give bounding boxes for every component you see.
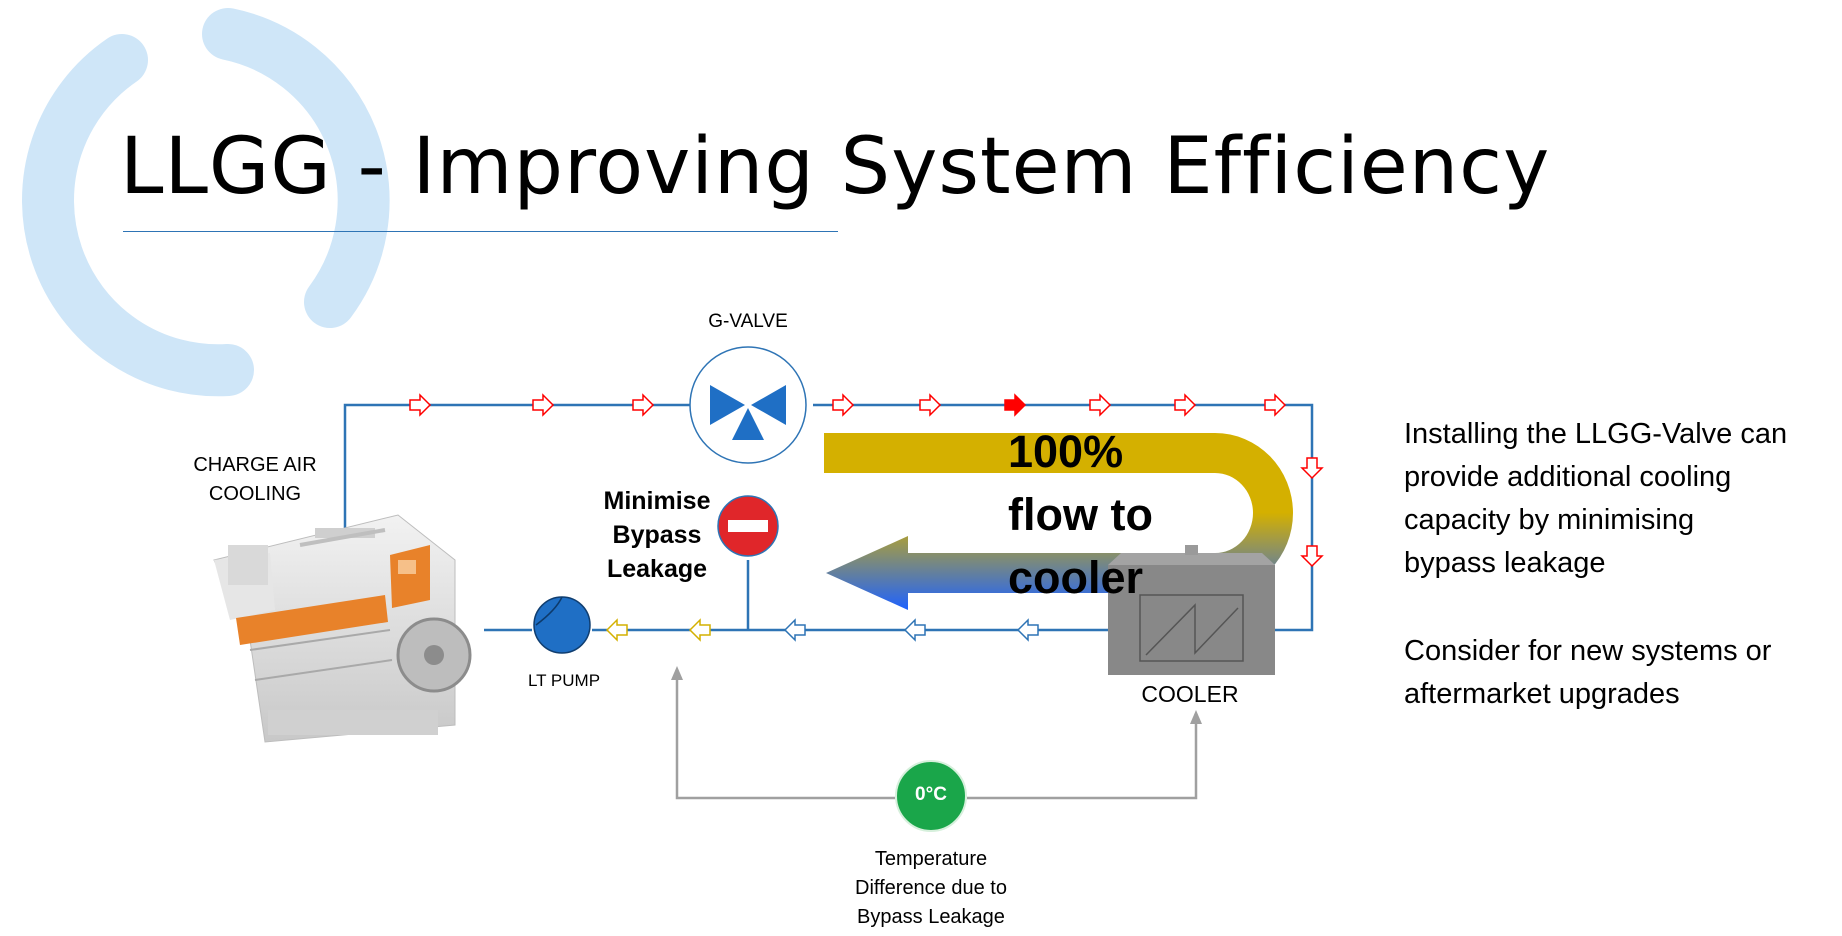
no-entry-icon [717, 495, 779, 557]
flow-to-cooler-label: 100% flow to cooler [1008, 426, 1153, 603]
engine-icon [213, 514, 472, 743]
temperature-badge-icon [895, 760, 967, 832]
flow-arrows-right [1300, 457, 1324, 568]
flow-arrows-bottom-blue [783, 618, 1039, 642]
lt-pump-label: LT PUMP [527, 671, 601, 690]
title-underline [123, 231, 838, 232]
decorative-ring-icon [22, 8, 390, 397]
temperature-value: 0°C [915, 784, 947, 805]
side-paragraph-2: Consider for new systems or aftermarket … [1404, 635, 1772, 710]
cooler-label: COOLER [1141, 681, 1239, 707]
temperature-loop [675, 674, 1198, 800]
cooler-icon [1108, 545, 1275, 675]
flow-arrows-top [409, 393, 1287, 417]
page-title: LLGG - Improving System Efficiency [120, 122, 1551, 212]
charge-air-cooling-label: CHARGE AIR COOLING [193, 454, 317, 505]
temperature-caption: Temperature Difference due to Bypass Lea… [855, 848, 1007, 928]
pump-icon [533, 596, 591, 654]
flow-arrows-bottom-yellow [605, 618, 711, 642]
minimise-bypass-label: Minimise Bypass Leakage [603, 487, 711, 583]
three-way-valve-icon [689, 346, 807, 464]
g-valve-label: G-VALVE [708, 311, 788, 332]
side-paragraph-1: Installing the LLGG-Valve can provide ad… [1404, 418, 1788, 579]
